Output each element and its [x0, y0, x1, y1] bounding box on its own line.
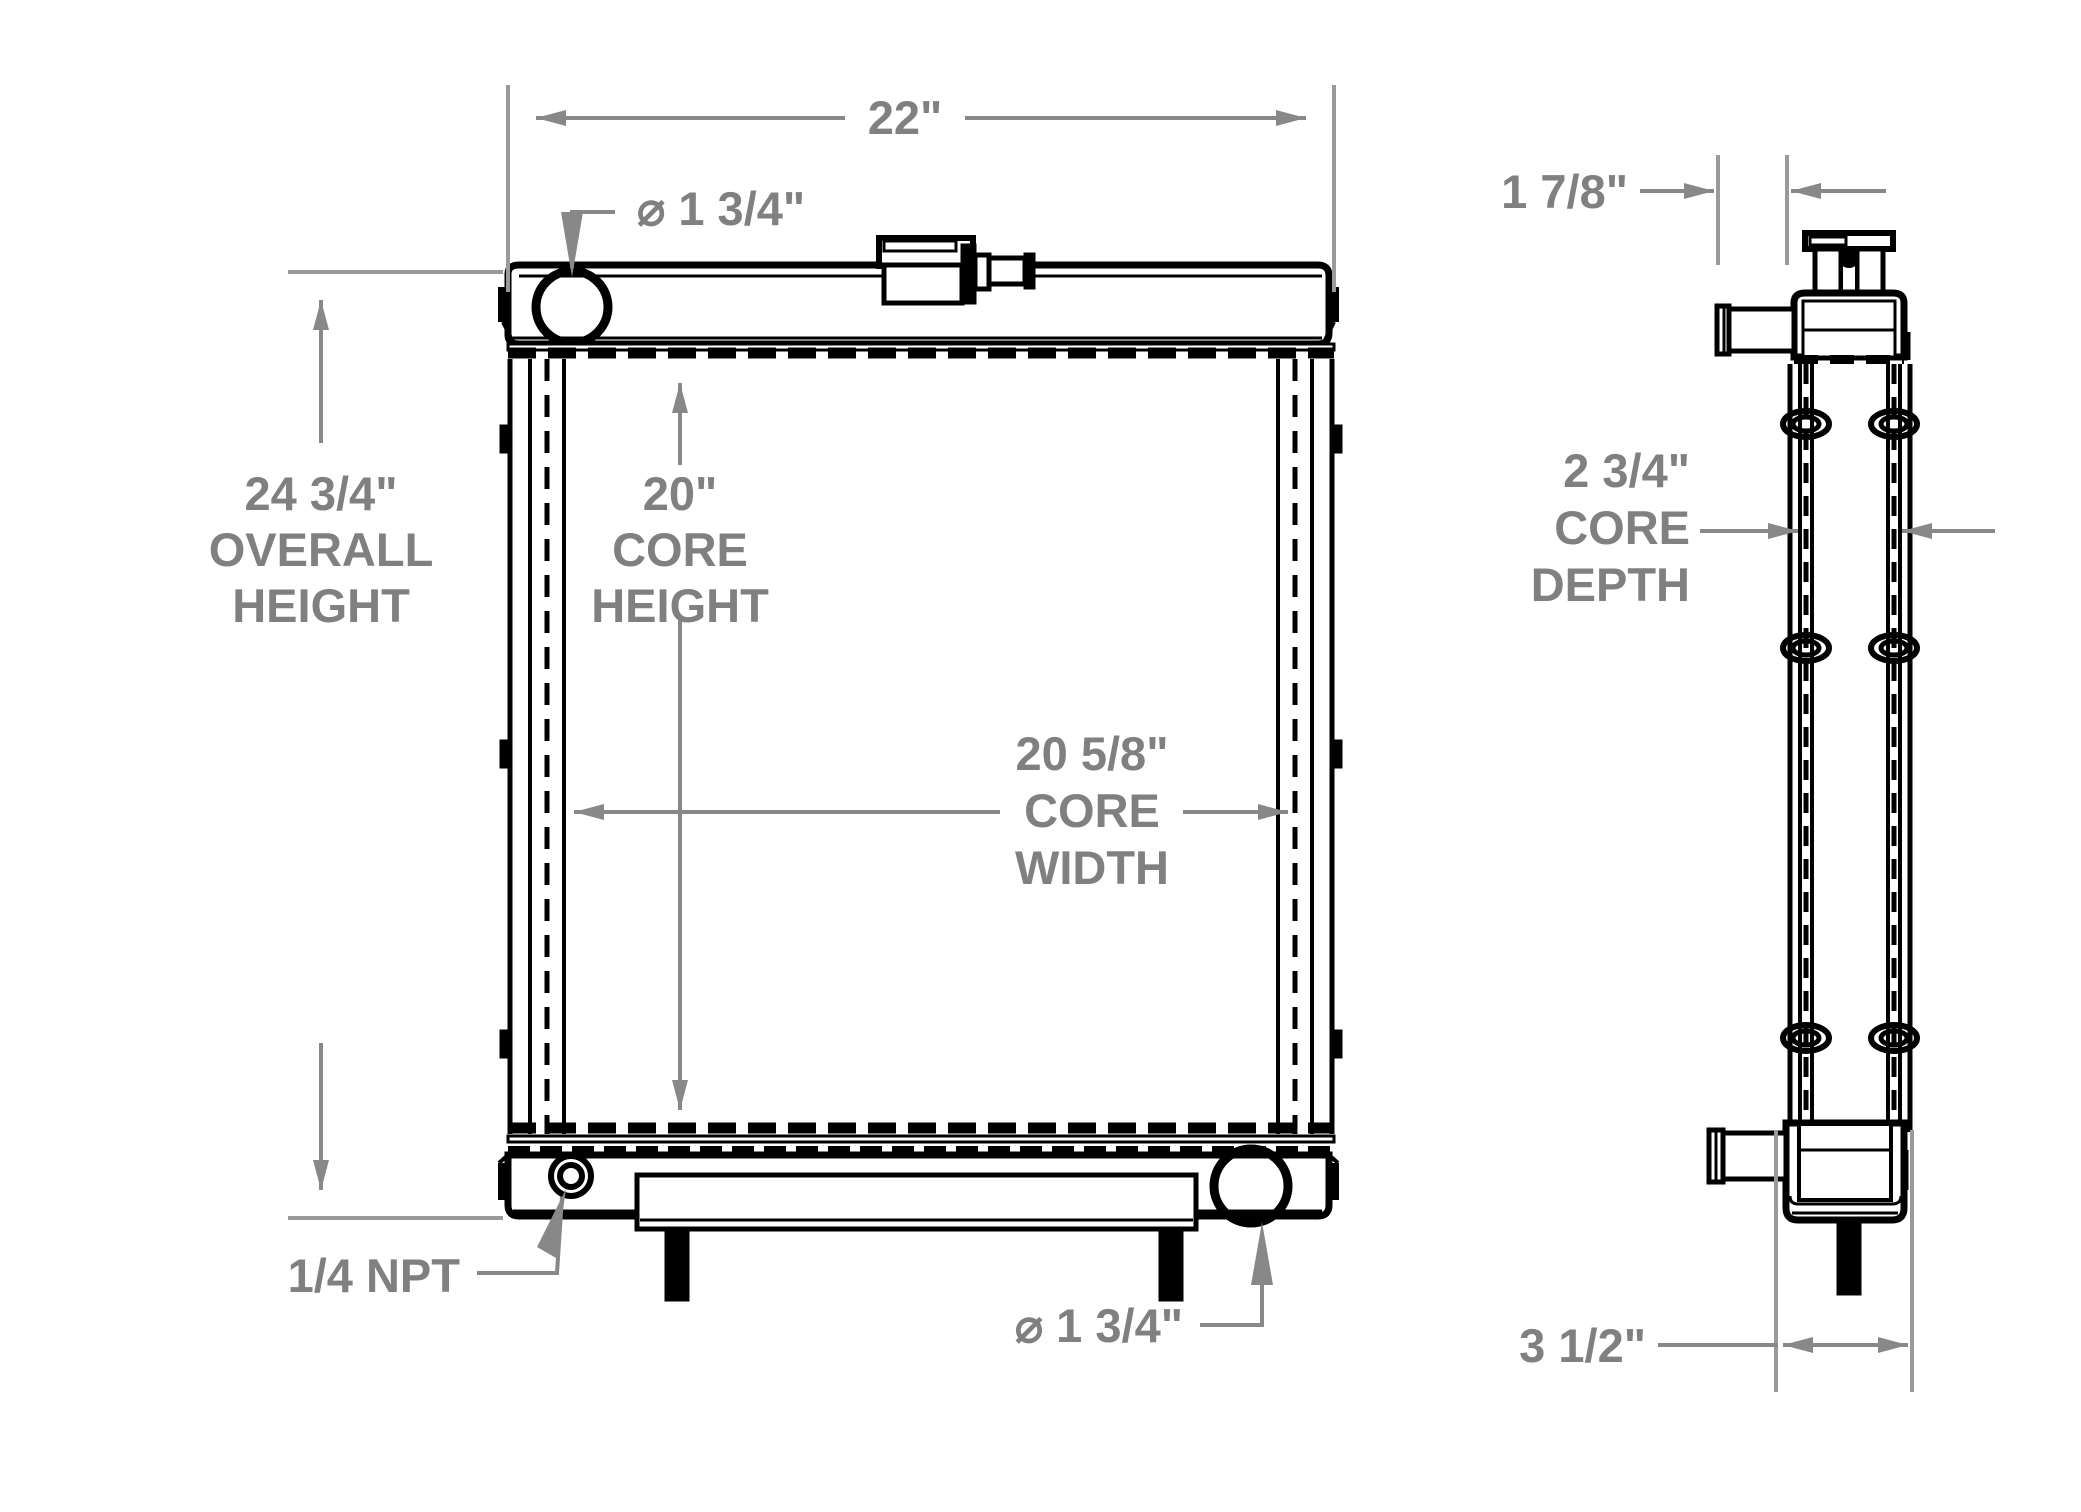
dim-overall-height-line3: HEIGHT: [232, 579, 410, 632]
dim-core-width: 20 5/8" CORE WIDTH: [574, 727, 1288, 894]
side-view-geometry: [1706, 230, 1920, 1296]
side-rivet-right-3: [1868, 1022, 1920, 1054]
side-top-tank: [1714, 289, 1911, 361]
front-mounting-stud-left: [664, 1227, 690, 1302]
dim-outlet-diameter-bottom-label: ⌀ 1 3/4": [1015, 1299, 1183, 1352]
front-core-bottom-header: [506, 1122, 1336, 1152]
dim-core-depth-value: 2 3/4": [1563, 444, 1690, 497]
front-drain-port: [548, 1153, 594, 1199]
side-filler-neck: [1802, 230, 1896, 296]
dim-overall-height: 24 3/4" OVERALL HEIGHT: [209, 270, 503, 1220]
dim-overall-width: 22": [506, 85, 1336, 292]
dim-core-height-line3: HEIGHT: [591, 579, 769, 632]
front-core-body: [499, 359, 1343, 1134]
dim-drain-port-label: 1/4 NPT: [288, 1249, 461, 1302]
dim-core-depth-line3: DEPTH: [1531, 558, 1690, 611]
front-core-top-header: [506, 342, 1336, 359]
dim-overall-depth-label: 3 1/2": [1519, 1319, 1646, 1372]
side-rivet-left-3: [1780, 1022, 1832, 1054]
dim-overall-width-label: 22": [868, 91, 943, 144]
dim-core-height: 20" CORE HEIGHT: [591, 383, 769, 1110]
dim-inlet-diameter-top: ⌀ 1 3/4": [561, 182, 805, 277]
side-rivet-right-1: [1868, 408, 1920, 440]
dim-core-depth: 2 3/4" CORE DEPTH: [1531, 444, 1995, 611]
side-rivet-right-2: [1868, 632, 1920, 664]
front-filler-neck: [876, 235, 1036, 306]
dim-core-width-line2: CORE: [1024, 784, 1160, 837]
dim-overall-depth: 3 1/2": [1519, 1130, 1914, 1392]
dim-core-width-line3: WIDTH: [1015, 841, 1169, 894]
side-rivet-left-2: [1780, 632, 1832, 664]
dim-overall-height-line2: OVERALL: [209, 523, 434, 576]
dim-core-height-value: 20": [643, 467, 718, 520]
dim-drain-port: 1/4 NPT: [288, 1189, 566, 1302]
side-rivet-left-1: [1780, 408, 1832, 440]
side-bottom-tank: [1706, 1119, 1909, 1224]
dim-core-depth-line2: CORE: [1554, 501, 1690, 554]
side-core-body: [1780, 364, 1920, 1132]
dim-inlet-diameter-top-label: ⌀ 1 3/4": [637, 182, 805, 235]
dim-neck-offset: 1 7/8": [1501, 155, 1886, 265]
dim-neck-offset-label: 1 7/8": [1501, 165, 1628, 218]
front-outlet-port-circle: [1209, 1144, 1293, 1228]
dim-core-width-value: 20 5/8": [1016, 727, 1169, 780]
side-mounting-stud: [1836, 1218, 1862, 1296]
dim-core-height-line2: CORE: [612, 523, 748, 576]
front-mounting-stud-right: [1158, 1227, 1184, 1302]
front-mounting-bracket: [634, 1172, 1199, 1232]
front-view-geometry: [497, 235, 1343, 1302]
dim-outlet-diameter-bottom: ⌀ 1 3/4": [1015, 1222, 1273, 1352]
dim-overall-height-value: 24 3/4": [245, 467, 398, 520]
